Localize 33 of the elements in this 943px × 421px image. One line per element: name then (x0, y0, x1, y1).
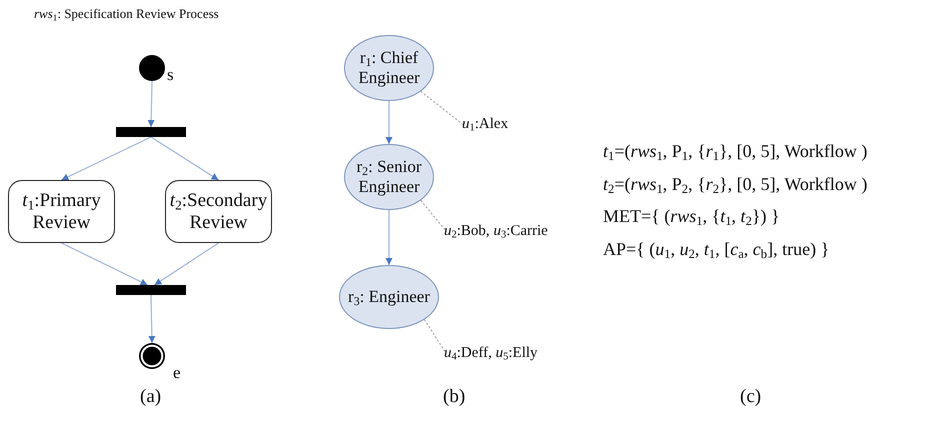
formula: t$_{2}$=(rws$_{1}$, P$_{2}$, {r$_{2}$}, [0, 5], Workflow ) (603, 174, 868, 195)
role-ellipse: r$_{2}$: Senior Engineer (344, 144, 434, 210)
formula: t$_{1}$=(rws$_{1}$, P$_{1}$, {r$_{1}$}, [0, 5], Workflow ) (603, 141, 868, 162)
node-caption: s (167, 66, 174, 83)
user-label: u$_{1}$:Alex (462, 115, 534, 135)
arrow (386, 210, 392, 265)
formula: MET={ (rws$_{1}$, {t$_{1}$, t$_{2}$}) } (603, 206, 780, 227)
end-node (139, 343, 165, 369)
activity-box: t$_{2}$:Secondary Review (165, 180, 272, 243)
start-node (139, 55, 165, 81)
user-label: u$_{2}$:Bob, u$_{3}$:Carrie (444, 222, 579, 242)
sync-bar (116, 285, 186, 295)
arrow (386, 101, 392, 144)
panel-label: (a) (140, 386, 162, 408)
panel-label: (c) (740, 386, 762, 408)
arrow (150, 136, 219, 180)
role-ellipse: r$_{1}$: Chief Engineer (344, 35, 434, 101)
sync-bar (116, 127, 186, 137)
node-caption: e (173, 364, 181, 381)
leader-line (420, 200, 448, 232)
formula: AP={ (u$_{1}$, u$_{2}$, t$_{1}$, [c$_{a}$, c$_{b}$], true) } (603, 239, 830, 260)
leader-line (424, 319, 447, 354)
panel-label: (b) (443, 386, 466, 408)
user-label: u$_{4}$:Deff, u$_{5}$:Elly (444, 344, 569, 364)
arrow (148, 80, 155, 128)
arrow (61, 242, 148, 286)
arrow (148, 294, 156, 344)
arrow (61, 136, 152, 180)
role-ellipse: r$_{3}$: Engineer (339, 265, 439, 329)
leader-line (420, 90, 464, 126)
arrow (154, 242, 219, 286)
diagram-title: rws$_{1}$: Specification Review Process (34, 6, 219, 22)
activity-box: t$_{1}$:Primary Review (8, 180, 115, 243)
